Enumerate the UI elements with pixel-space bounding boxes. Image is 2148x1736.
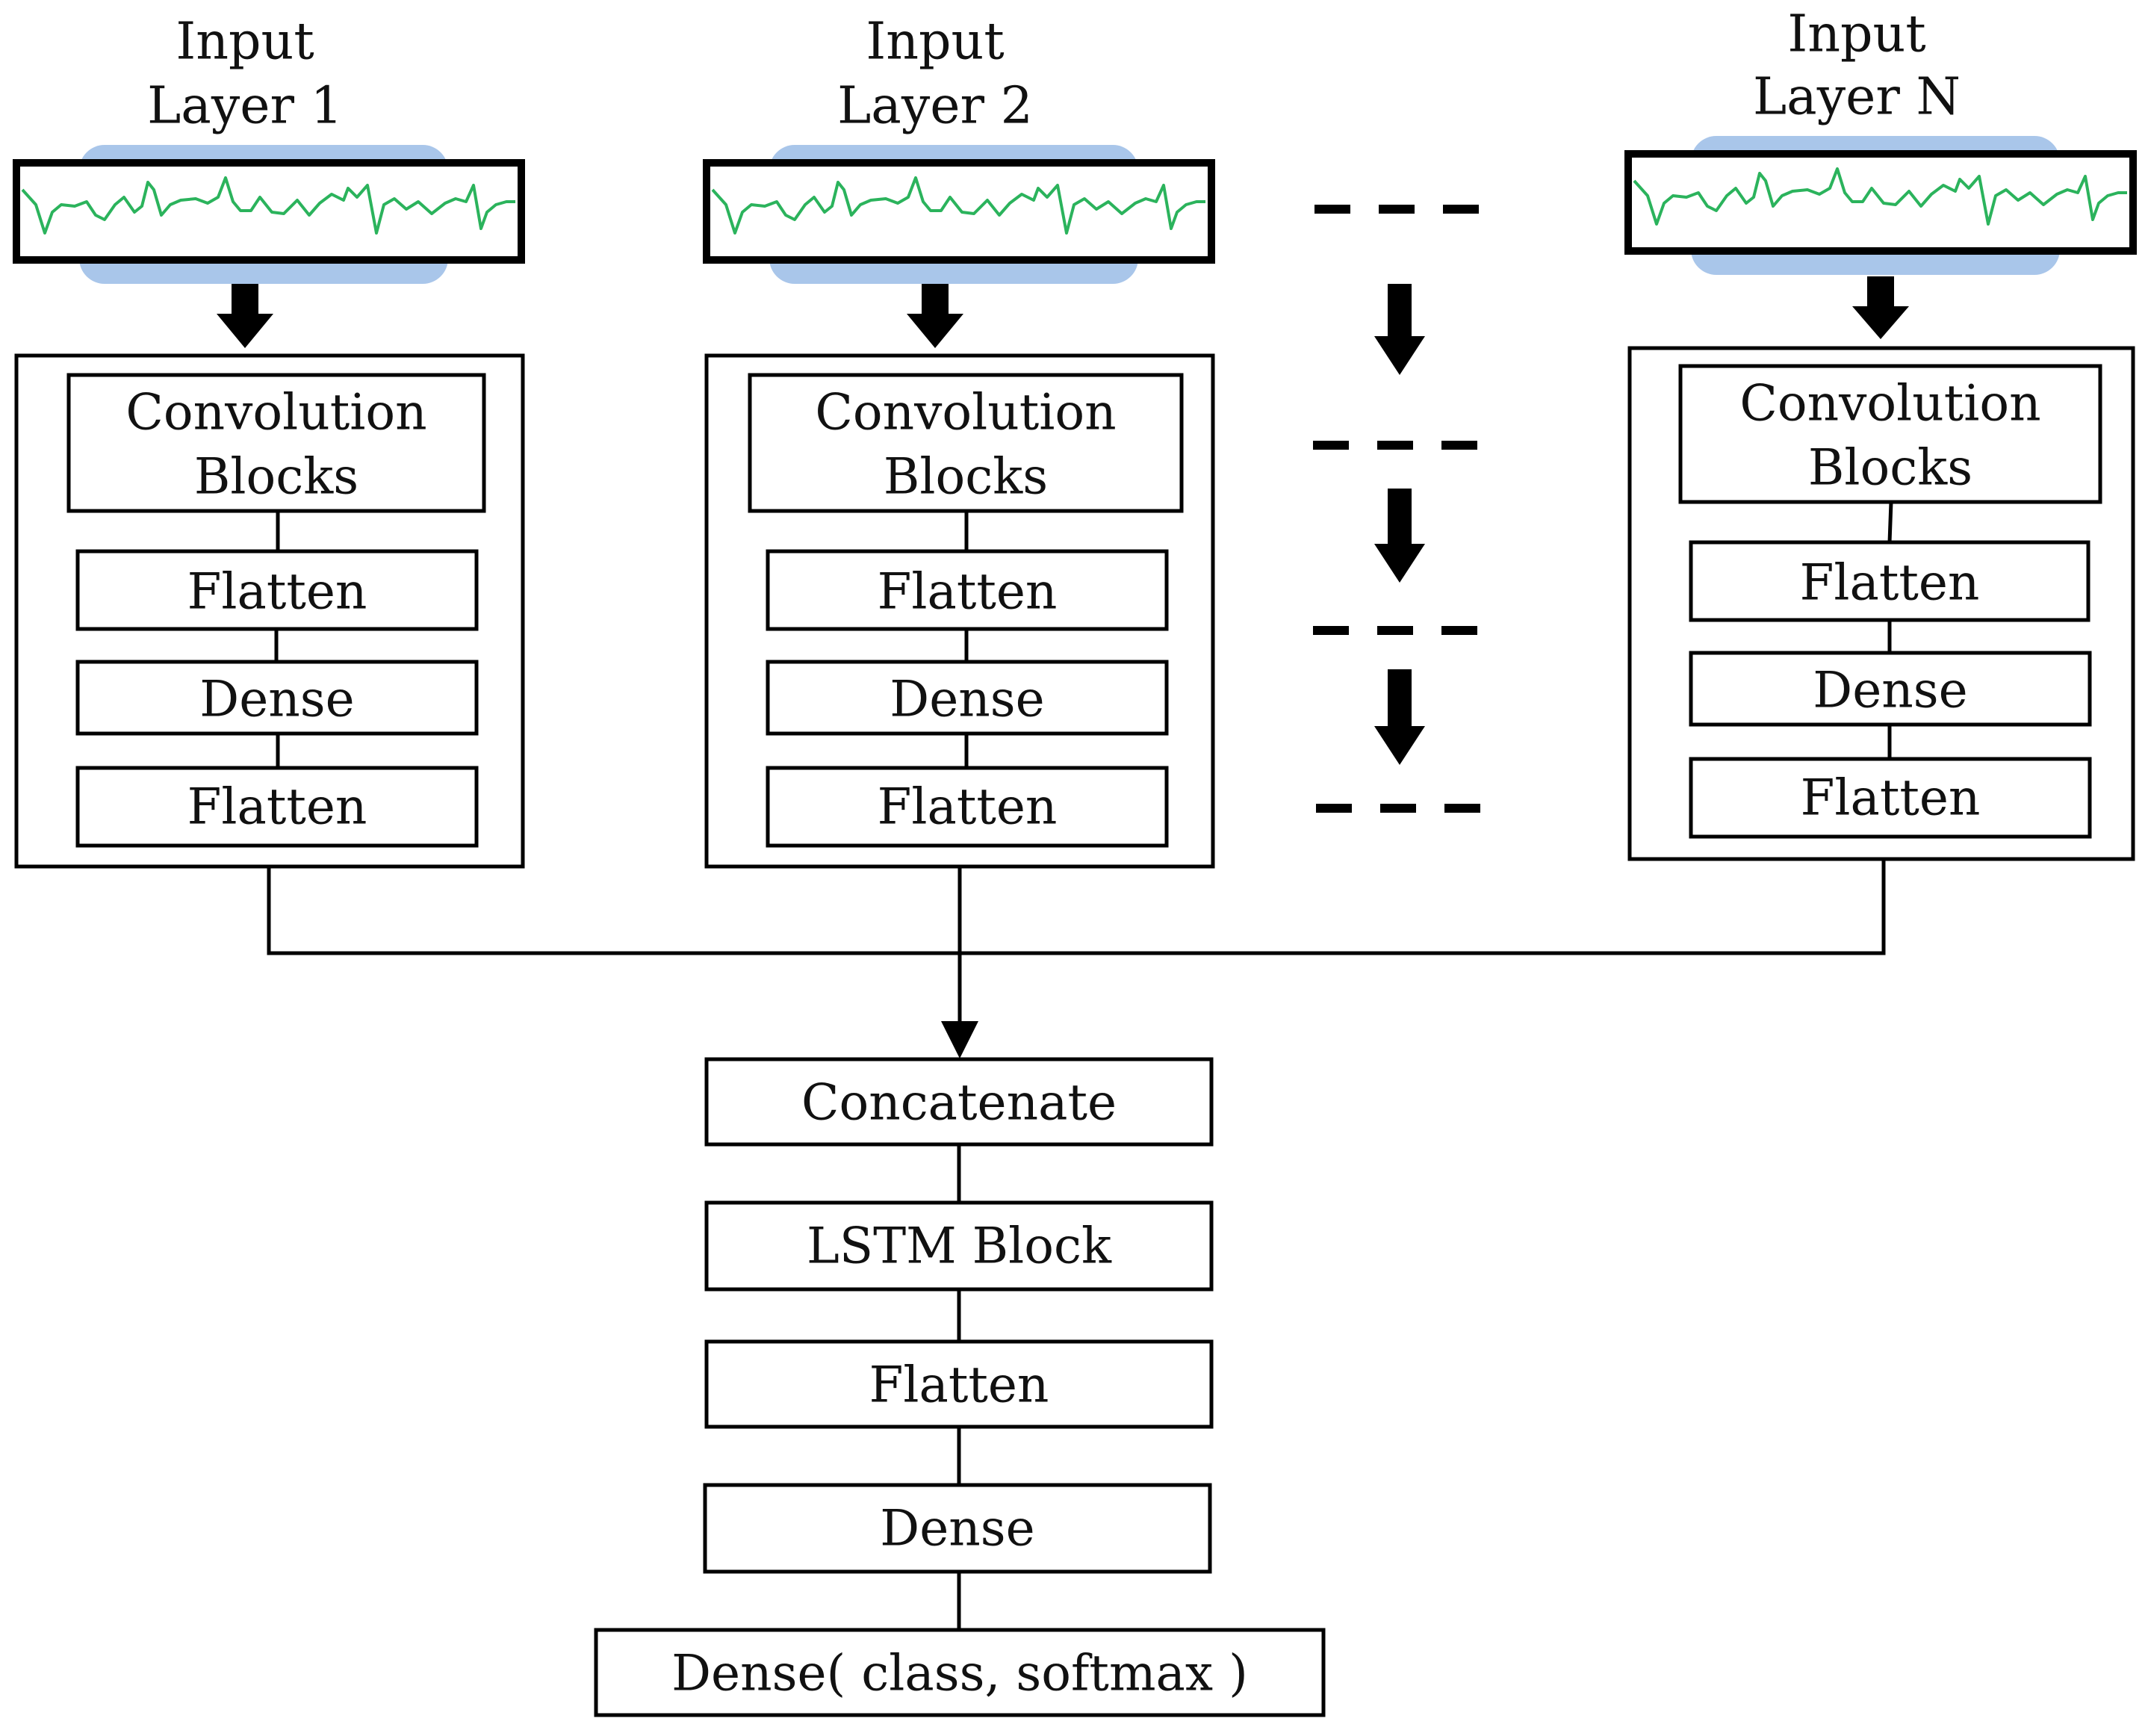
branch-2-conv-blocks (748, 373, 1184, 513)
down-arrow-icon (1852, 276, 1909, 339)
dashed-ellipsis (1313, 205, 1488, 813)
down-arrow-icon (217, 284, 273, 348)
branch-2-input-title-line1: Input (866, 13, 1004, 72)
branch-2-conv-label-line1: Convolution (815, 384, 1116, 441)
branch-n-input-title-line1: Input (1787, 5, 1925, 64)
branch-n-conv-label-line1: Convolution (1739, 375, 2040, 433)
branch-1-conv-label-line1: Convolution (125, 384, 426, 441)
branch-n-flatten-1-label: Flatten (1800, 554, 1980, 612)
branch-1-signal-frame (13, 159, 525, 264)
branch-1-dense-label: Dense (199, 671, 354, 728)
branch-1-dense (75, 660, 479, 736)
branch-n-input-signal (1624, 136, 2137, 275)
head-stack: Concatenate LSTM Block Flatten Dense Den… (594, 1057, 1326, 1717)
branch-n-flatten-1 (1689, 540, 2090, 622)
branch-2-signal-frame (703, 159, 1215, 264)
branch-2-input-signal (703, 145, 1215, 284)
branch-n-conv-label-line2: Blocks (1808, 439, 1972, 497)
lstm-label: LSTM Block (807, 1218, 1112, 1275)
down-arrow-icon (1374, 669, 1425, 765)
branch-2-flatten-2 (766, 766, 1169, 848)
branch-1: Input Layer 1 Convolution Blocks Flatten… (13, 13, 525, 869)
lstm-block (704, 1200, 1214, 1292)
branch-1-input-title-line1: Input (176, 13, 314, 72)
branch-1-signal-panel (16, 163, 521, 260)
head-dense-label: Dense (880, 1500, 1034, 1557)
branch-1-flatten-1-label: Flatten (187, 563, 367, 621)
branch-1-flatten-2 (75, 766, 479, 848)
output-label: Dense( class, softmax ) (671, 1645, 1248, 1702)
merge-bus (267, 859, 1886, 955)
branch-1-conv-blocks (66, 373, 486, 513)
branch-n-dense-label: Dense (1813, 662, 1967, 719)
output-dense-softmax-block (594, 1628, 1326, 1717)
branch-1-input-title-line2: Layer 1 (147, 77, 343, 136)
branch-1-flatten-2-label: Flatten (187, 778, 367, 836)
branch-n-input-title-line2: Layer N (1753, 68, 1961, 127)
branch-n-flatten-2 (1689, 757, 2092, 839)
branch-n-signal-panel (1628, 154, 2133, 251)
branch-n-block-frame (1627, 346, 2135, 861)
down-arrow-icon (1374, 489, 1425, 583)
branch-2-flatten-1-label: Flatten (878, 563, 1058, 621)
branch-2-flatten-2-label: Flatten (878, 778, 1058, 836)
branch-n-dense (1689, 651, 2092, 727)
branch-n-flatten-2-label: Flatten (1801, 769, 1981, 827)
branch-2: Input Layer 2 Convolution Blocks Flatten… (703, 13, 1215, 869)
branch-1-flatten-1 (75, 549, 479, 631)
concatenate-label: Concatenate (801, 1074, 1117, 1132)
merge-connectors (267, 859, 1886, 1058)
branch-2-dense (766, 660, 1169, 736)
branch-2-input-title-line2: Layer 2 (837, 77, 1033, 136)
branch-n-conv-blocks (1678, 364, 2102, 504)
branch-n-signal-frame (1624, 150, 2137, 255)
down-arrow-icon (907, 284, 963, 348)
branch-2-conv-label-line2: Blocks (884, 448, 1048, 506)
head-flatten-label: Flatten (869, 1357, 1049, 1414)
branch-n-connector (1887, 501, 1893, 543)
branch-2-dense-label: Dense (890, 671, 1044, 728)
branch-2-signal-panel (707, 163, 1211, 260)
branch-1-input-signal (13, 145, 525, 284)
branch-1-conv-label-line2: Blocks (194, 448, 358, 506)
branch-n: Input Layer N Convolution Blocks Flatten… (1624, 5, 2137, 861)
down-arrow-icon (1374, 284, 1425, 375)
